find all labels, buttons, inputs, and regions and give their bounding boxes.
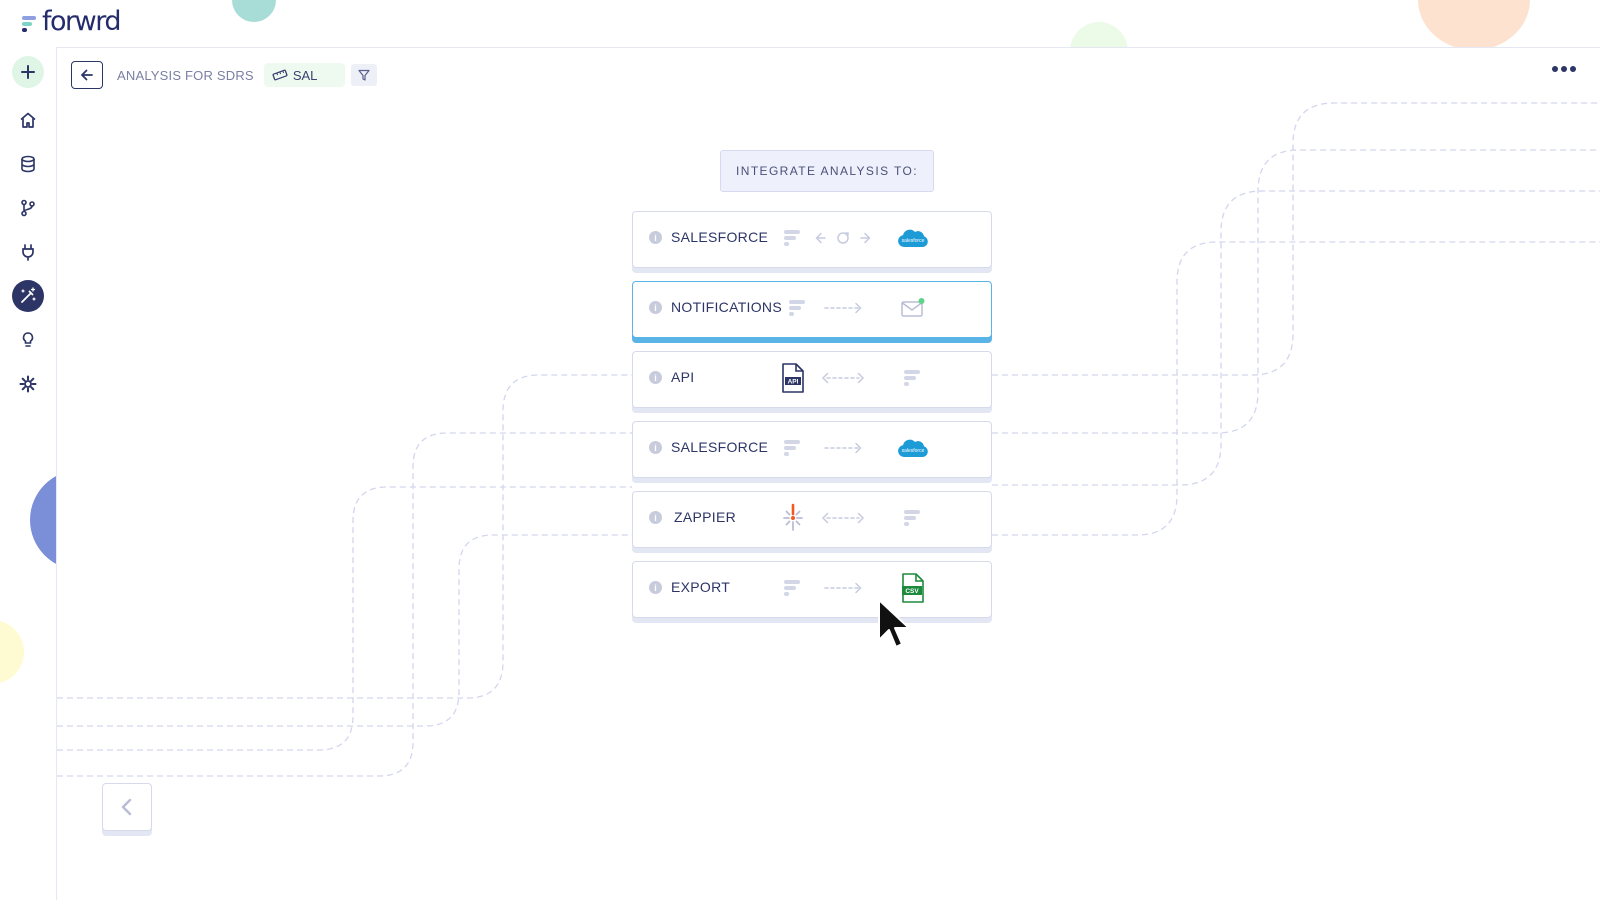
- breadcrumb: ANALYSIS FOR SDRS: [117, 67, 254, 83]
- dashed-arrow-right-icon: [824, 582, 862, 594]
- flow-indicator: [813, 502, 873, 534]
- sidebar-item-analysis[interactable]: [12, 280, 44, 312]
- more-horizontal-icon: [1552, 66, 1558, 72]
- forwrd-mark: [893, 362, 933, 394]
- more-dot: [1570, 66, 1576, 72]
- forwrd-mark: [773, 572, 813, 604]
- mail-icon: [901, 298, 925, 317]
- main-panel: ANALYSIS FOR SDRS SAL INTEGRATE ANALYSIS…: [56, 47, 1600, 900]
- sidebar-item-settings[interactable]: [12, 368, 44, 400]
- info-icon[interactable]: i: [649, 231, 662, 244]
- integration-card-export[interactable]: i EXPORT CSV: [632, 561, 992, 618]
- source: [773, 502, 813, 534]
- filter-icon: [358, 69, 370, 81]
- integrate-title: INTEGRATE ANALYSIS TO:: [720, 150, 934, 192]
- sidebar-item-branches[interactable]: [12, 192, 44, 224]
- info-icon[interactable]: i: [649, 301, 662, 314]
- svg-text:API: API: [788, 379, 799, 386]
- forwrd-mark: [773, 222, 813, 254]
- salesforce-icon: salesforce: [898, 229, 928, 247]
- integration-label: API: [671, 369, 695, 385]
- api-file-icon: API: [782, 363, 804, 393]
- bulb-icon: [22, 332, 34, 347]
- destination: salesforce: [893, 432, 933, 464]
- forwrd-mark: [893, 502, 933, 534]
- flow-indicator: [813, 432, 873, 464]
- ruler-icon: [272, 69, 288, 81]
- forwrd-mark-icon: [784, 436, 802, 460]
- collapse-panel-button[interactable]: [102, 783, 152, 831]
- brand-name: forwrd: [42, 6, 121, 37]
- integration-label: EXPORT: [671, 579, 731, 595]
- info-icon[interactable]: i: [649, 581, 662, 594]
- sidebar-item-home[interactable]: [12, 104, 44, 136]
- magic-wand-icon: [21, 287, 36, 303]
- integration-card-notifications[interactable]: i NOTIFICATIONS: [632, 281, 992, 338]
- svg-text:CSV: CSV: [905, 588, 919, 595]
- forwrd-mark-icon: [784, 226, 802, 250]
- gear-icon: [19, 375, 37, 393]
- destination: salesforce: [893, 222, 933, 254]
- brand-logo[interactable]: forwrd: [22, 6, 121, 37]
- arrow-left-icon: [81, 69, 93, 81]
- decorative-blob: [232, 0, 276, 22]
- forwrd-mark-icon: [789, 296, 807, 320]
- plug-icon: [22, 244, 34, 261]
- forwrd-mark-icon: [904, 366, 922, 390]
- decorative-blob: [0, 620, 24, 684]
- info-icon[interactable]: i: [649, 371, 662, 384]
- integration-label: SALESFORCE: [671, 439, 769, 455]
- dashed-arrow-both-icon: [821, 372, 865, 384]
- analysis-tag-label: SAL: [292, 67, 318, 83]
- svg-text:salesforce: salesforce: [902, 238, 925, 244]
- logo-mark-icon: [22, 11, 36, 33]
- more-options-button[interactable]: [1552, 66, 1576, 72]
- dashed-arrow-right-icon: [824, 442, 862, 454]
- mouse-cursor-icon: [878, 599, 910, 648]
- integration-card-salesforce[interactable]: i SALESFORCE salesforce: [632, 211, 992, 268]
- info-icon[interactable]: i: [649, 511, 662, 524]
- source: API: [773, 362, 813, 394]
- top-bar: ANALYSIS FOR SDRS SAL: [71, 61, 378, 89]
- svg-text:salesforce: salesforce: [902, 448, 925, 454]
- analysis-tag[interactable]: SAL: [263, 63, 346, 87]
- connector-lines: [57, 102, 1600, 777]
- dashed-arrow-both-icon: [821, 512, 865, 524]
- info-icon[interactable]: i: [649, 441, 662, 454]
- integration-card-zappier[interactable]: i ZAPPIER: [632, 491, 992, 548]
- integration-card-api[interactable]: i API API: [632, 351, 992, 408]
- forwrd-mark-icon: [784, 576, 802, 600]
- home-icon: [20, 112, 36, 128]
- dashed-arrow-right-icon: [824, 302, 862, 314]
- chevron-left-icon: [121, 798, 132, 816]
- back-button[interactable]: [71, 61, 103, 89]
- destination: [893, 292, 933, 324]
- integration-label: NOTIFICATIONS: [671, 299, 782, 315]
- plus-icon: [21, 65, 35, 79]
- zapier-icon: [783, 503, 803, 531]
- sync-arrows-icon: [815, 232, 871, 244]
- flow-indicator: [813, 572, 873, 604]
- forwrd-mark: [773, 432, 813, 464]
- flow-indicator: [813, 362, 873, 394]
- integration-label: ZAPPIER: [674, 509, 737, 525]
- salesforce-icon: salesforce: [898, 439, 928, 457]
- csv-file-icon: CSV: [902, 573, 924, 603]
- sidebar-item-data[interactable]: [12, 148, 44, 180]
- sidebar-item-integrations[interactable]: [12, 236, 44, 268]
- database-icon: [21, 155, 35, 173]
- sidebar-item-add[interactable]: [12, 56, 44, 88]
- flow-indicator: [813, 292, 873, 324]
- integration-card-salesforce-export[interactable]: i SALESFORCE salesforce: [632, 421, 992, 478]
- integration-label: SALESFORCE: [671, 229, 769, 245]
- sidebar-item-insights[interactable]: [12, 324, 44, 356]
- flow-indicator: [813, 222, 873, 254]
- filter-button[interactable]: [351, 64, 378, 86]
- git-branch-icon: [21, 199, 35, 217]
- destination: CSV: [893, 572, 933, 604]
- forwrd-mark: [778, 292, 818, 324]
- forwrd-mark-icon: [904, 506, 922, 530]
- more-dot: [1561, 66, 1567, 72]
- decorative-blob: [1418, 0, 1530, 50]
